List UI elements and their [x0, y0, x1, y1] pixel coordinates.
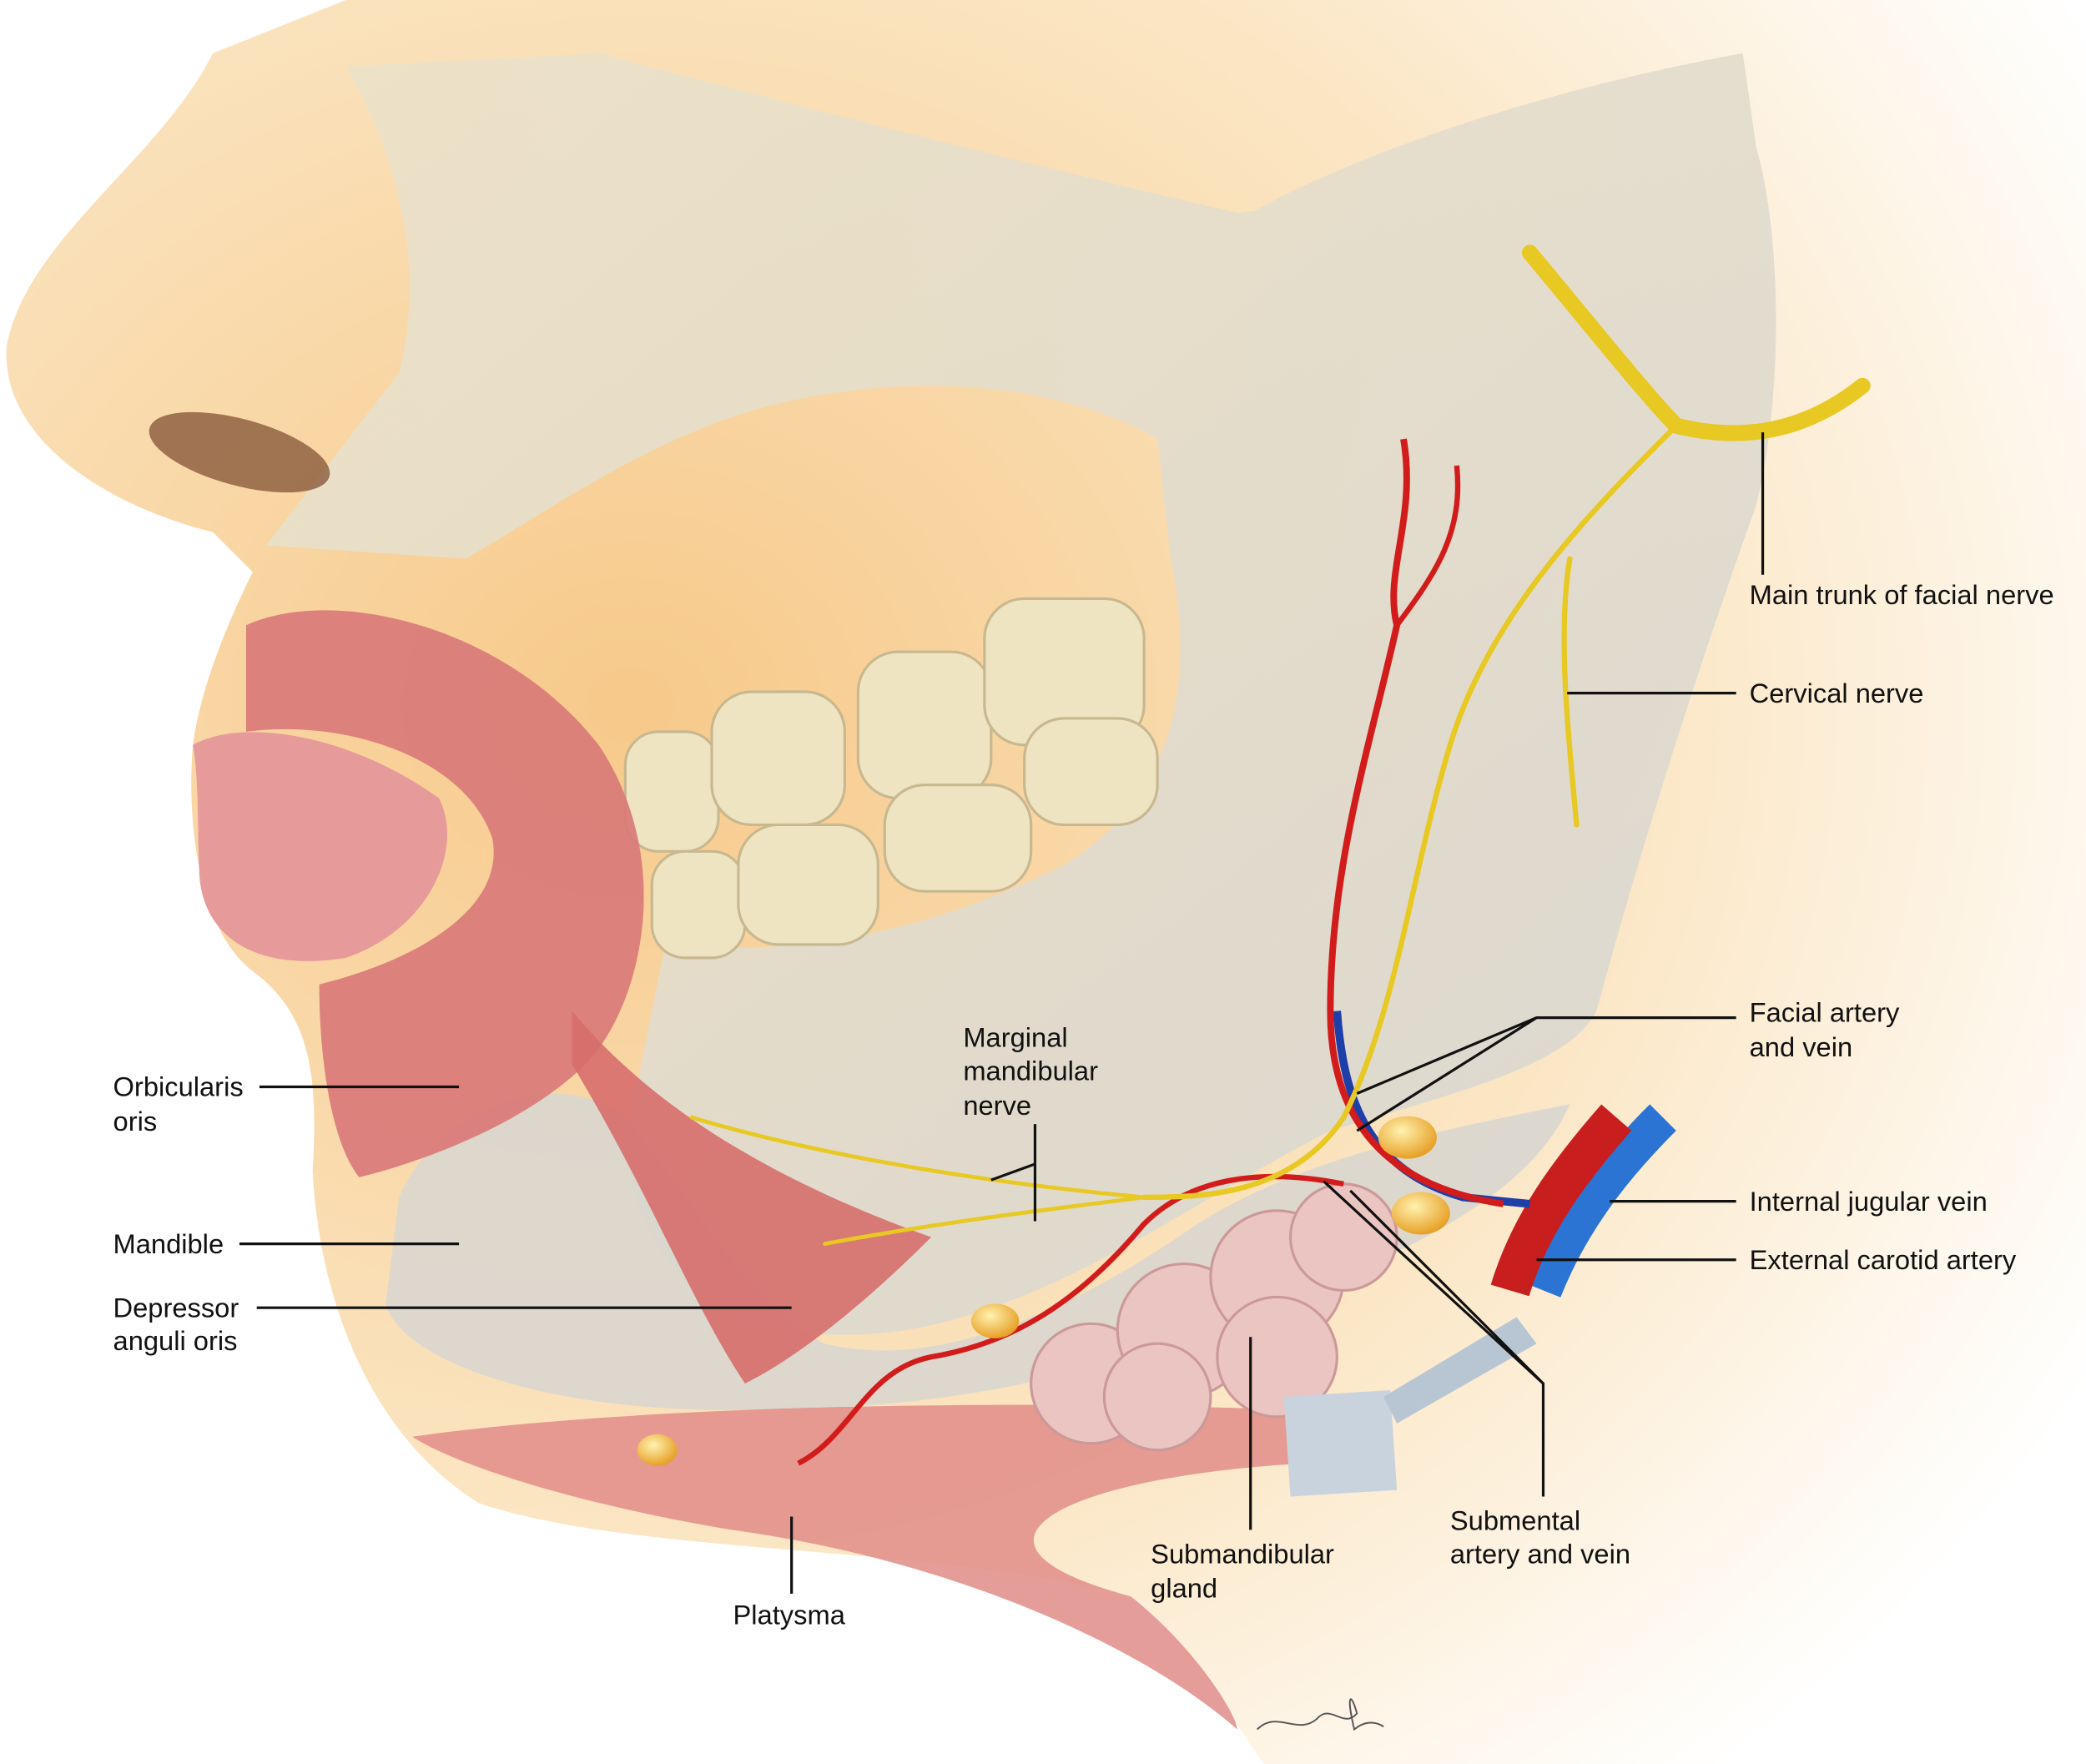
- label-cervical-nerve: Cervical nerve: [1750, 678, 1924, 708]
- label-platysma: Platysma: [733, 1600, 846, 1630]
- mandible: [385, 1093, 1570, 1410]
- label-external-carotid-artery: External carotid artery: [1750, 1244, 2017, 1275]
- label-orbicularis: Orbicularis: [113, 1071, 244, 1102]
- teeth: [623, 597, 1159, 960]
- label-marginal: Marginal: [963, 1022, 1067, 1053]
- label-internal-jugular-vein: Internal jugular vein: [1750, 1186, 1988, 1217]
- label-orbicularis-2: oris: [113, 1106, 158, 1137]
- digastric-tendon: [1283, 1390, 1398, 1497]
- label-main-trunk-facial-nerve: Main trunk of facial nerve: [1750, 579, 2054, 610]
- submental-artery: [797, 1173, 1344, 1466]
- label-submental-2: artery and vein: [1450, 1538, 1630, 1569]
- label-facial-artery: Facial artery: [1750, 996, 1900, 1027]
- nostril: [149, 411, 330, 493]
- label-submandibular-gland: Submandibular: [1151, 1538, 1334, 1569]
- label-depressor: Depressor: [113, 1292, 239, 1323]
- leader-lines: [239, 432, 1765, 1594]
- facial-nerve: [689, 244, 1871, 1247]
- lips: [193, 732, 447, 961]
- label-facial-artery-2: and vein: [1750, 1031, 1853, 1062]
- platysma-muscle: [412, 1404, 1304, 1730]
- label-submental: Submental: [1450, 1504, 1580, 1535]
- skull: [265, 53, 1776, 1335]
- facial-artery: [1327, 438, 1504, 1207]
- orbicularis-oris-muscle: [245, 610, 644, 1177]
- submandibular-gland: [1030, 1182, 1398, 1452]
- lymph-nodes: [637, 1116, 1450, 1466]
- depressor-anguli-oris-muscle: [572, 1011, 932, 1384]
- external-carotid-artery: [1490, 1104, 1632, 1297]
- facial-artery-branch: [1394, 465, 1461, 627]
- internal-jugular-vein: [1525, 1104, 1676, 1298]
- label-marginal-3: nerve: [963, 1090, 1031, 1121]
- label-submandibular-gland-2: gland: [1151, 1573, 1217, 1604]
- artist-signature: [1257, 1698, 1384, 1731]
- label-marginal-2: mandibular: [963, 1056, 1098, 1086]
- label-depressor-2: anguli oris: [113, 1325, 238, 1356]
- label-mandible: Mandible: [113, 1228, 224, 1259]
